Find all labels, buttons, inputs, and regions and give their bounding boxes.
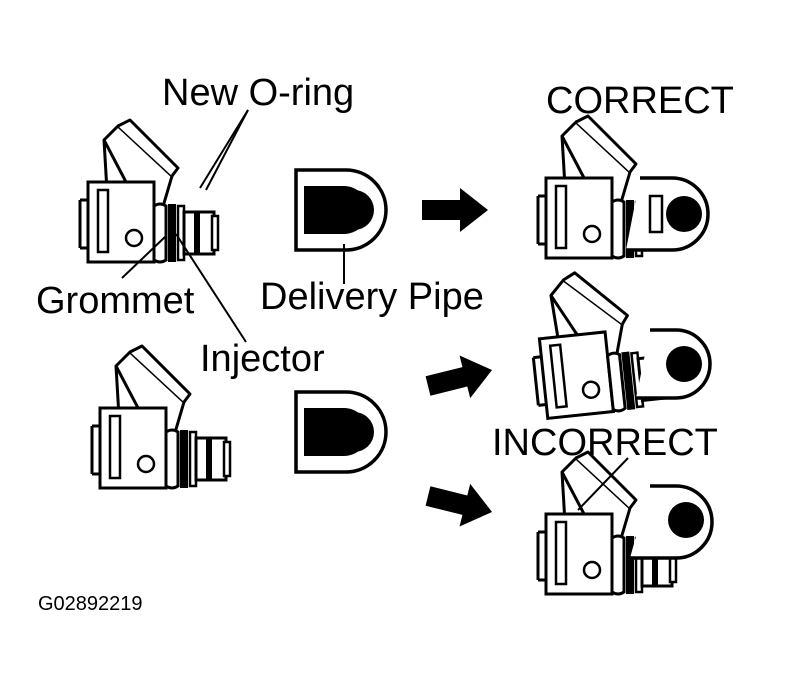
arrow-correct: [422, 188, 488, 232]
leader-new-oring-2: [205, 109, 249, 191]
assembly-correct: [536, 114, 710, 260]
leader-grommet: [121, 235, 167, 279]
label-grommet: Grommet: [36, 280, 195, 322]
label-new-oring: New O-ring: [162, 72, 355, 114]
label-delivery-pipe: Delivery Pipe: [260, 276, 484, 318]
assembly-tilted: [523, 262, 712, 421]
arrow-incorrect: [422, 474, 498, 534]
leader-injector: [175, 233, 247, 343]
arrow-correct-2: [422, 348, 498, 408]
injector-top-left: [78, 118, 220, 264]
label-correct: CORRECT: [546, 80, 734, 122]
leader-new-oring-1: [199, 109, 249, 189]
assembly-incorrect: [536, 450, 714, 596]
delivery-pipe-bottom: [294, 390, 388, 474]
delivery-pipe-top: [294, 168, 388, 252]
figure-id: G02892219: [38, 593, 143, 615]
label-injector: Injector: [200, 338, 325, 380]
label-incorrect: INCORRECT: [492, 422, 718, 464]
